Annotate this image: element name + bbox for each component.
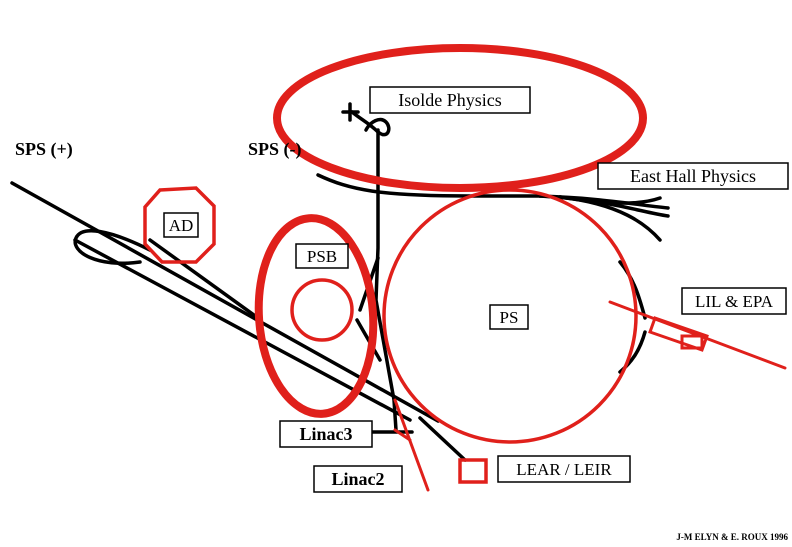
ad-label-box [163,212,199,238]
ps-label: PS [500,308,519,327]
lear-leir-ring [458,458,488,484]
isolde-label: Isolde Physics [398,90,502,110]
isolde-hook [350,110,391,137]
east-hall-label-box [597,162,789,190]
ad-loop [73,229,152,265]
lear-leir-label: LEAR / LEIR [516,460,612,479]
sps-plus-label: SPS (+) [15,139,73,160]
lear-leir-label-box [497,455,631,483]
psb-ring [290,278,354,342]
east-hall-line-4 [558,195,662,205]
lower-line-1 [418,416,467,462]
highlights [254,44,647,418]
epa-box [648,316,709,352]
ad-branch-line [148,238,260,320]
psb-highlight-ellipse [254,214,378,418]
isolde-label-box [369,86,531,114]
ad-ring [143,186,216,264]
lil-epa-label: LIL & EPA [695,292,774,311]
sps-plus-line [10,181,440,423]
credit-text: J-M ELYN & E. ROUX 1996 [676,532,788,542]
ps-label-box [489,304,529,330]
lil-epa-label-box [681,287,787,315]
linac3-label-box [279,420,373,448]
ps-ring [382,188,638,444]
isolde-highlight-ellipse [273,44,647,192]
linac2-label-box [313,465,403,493]
psb-label-box [295,243,349,269]
sps-minus-label: SPS (-) [248,139,302,160]
linac2-line [393,398,430,492]
linac3-label: Linac3 [299,424,352,444]
lil-small-box [680,334,704,350]
isolde-vertical-line [374,128,398,432]
linac2-label: Linac2 [331,469,384,489]
east-hall-label: East Hall Physics [630,166,756,186]
machines [143,186,787,492]
ad-label: AD [169,216,194,235]
psb-link-2 [355,318,382,362]
psb-label: PSB [307,247,337,266]
linac3-line [393,428,412,442]
labels: Isolde Physics SPS (+) SPS (-) East Hall… [15,86,789,542]
